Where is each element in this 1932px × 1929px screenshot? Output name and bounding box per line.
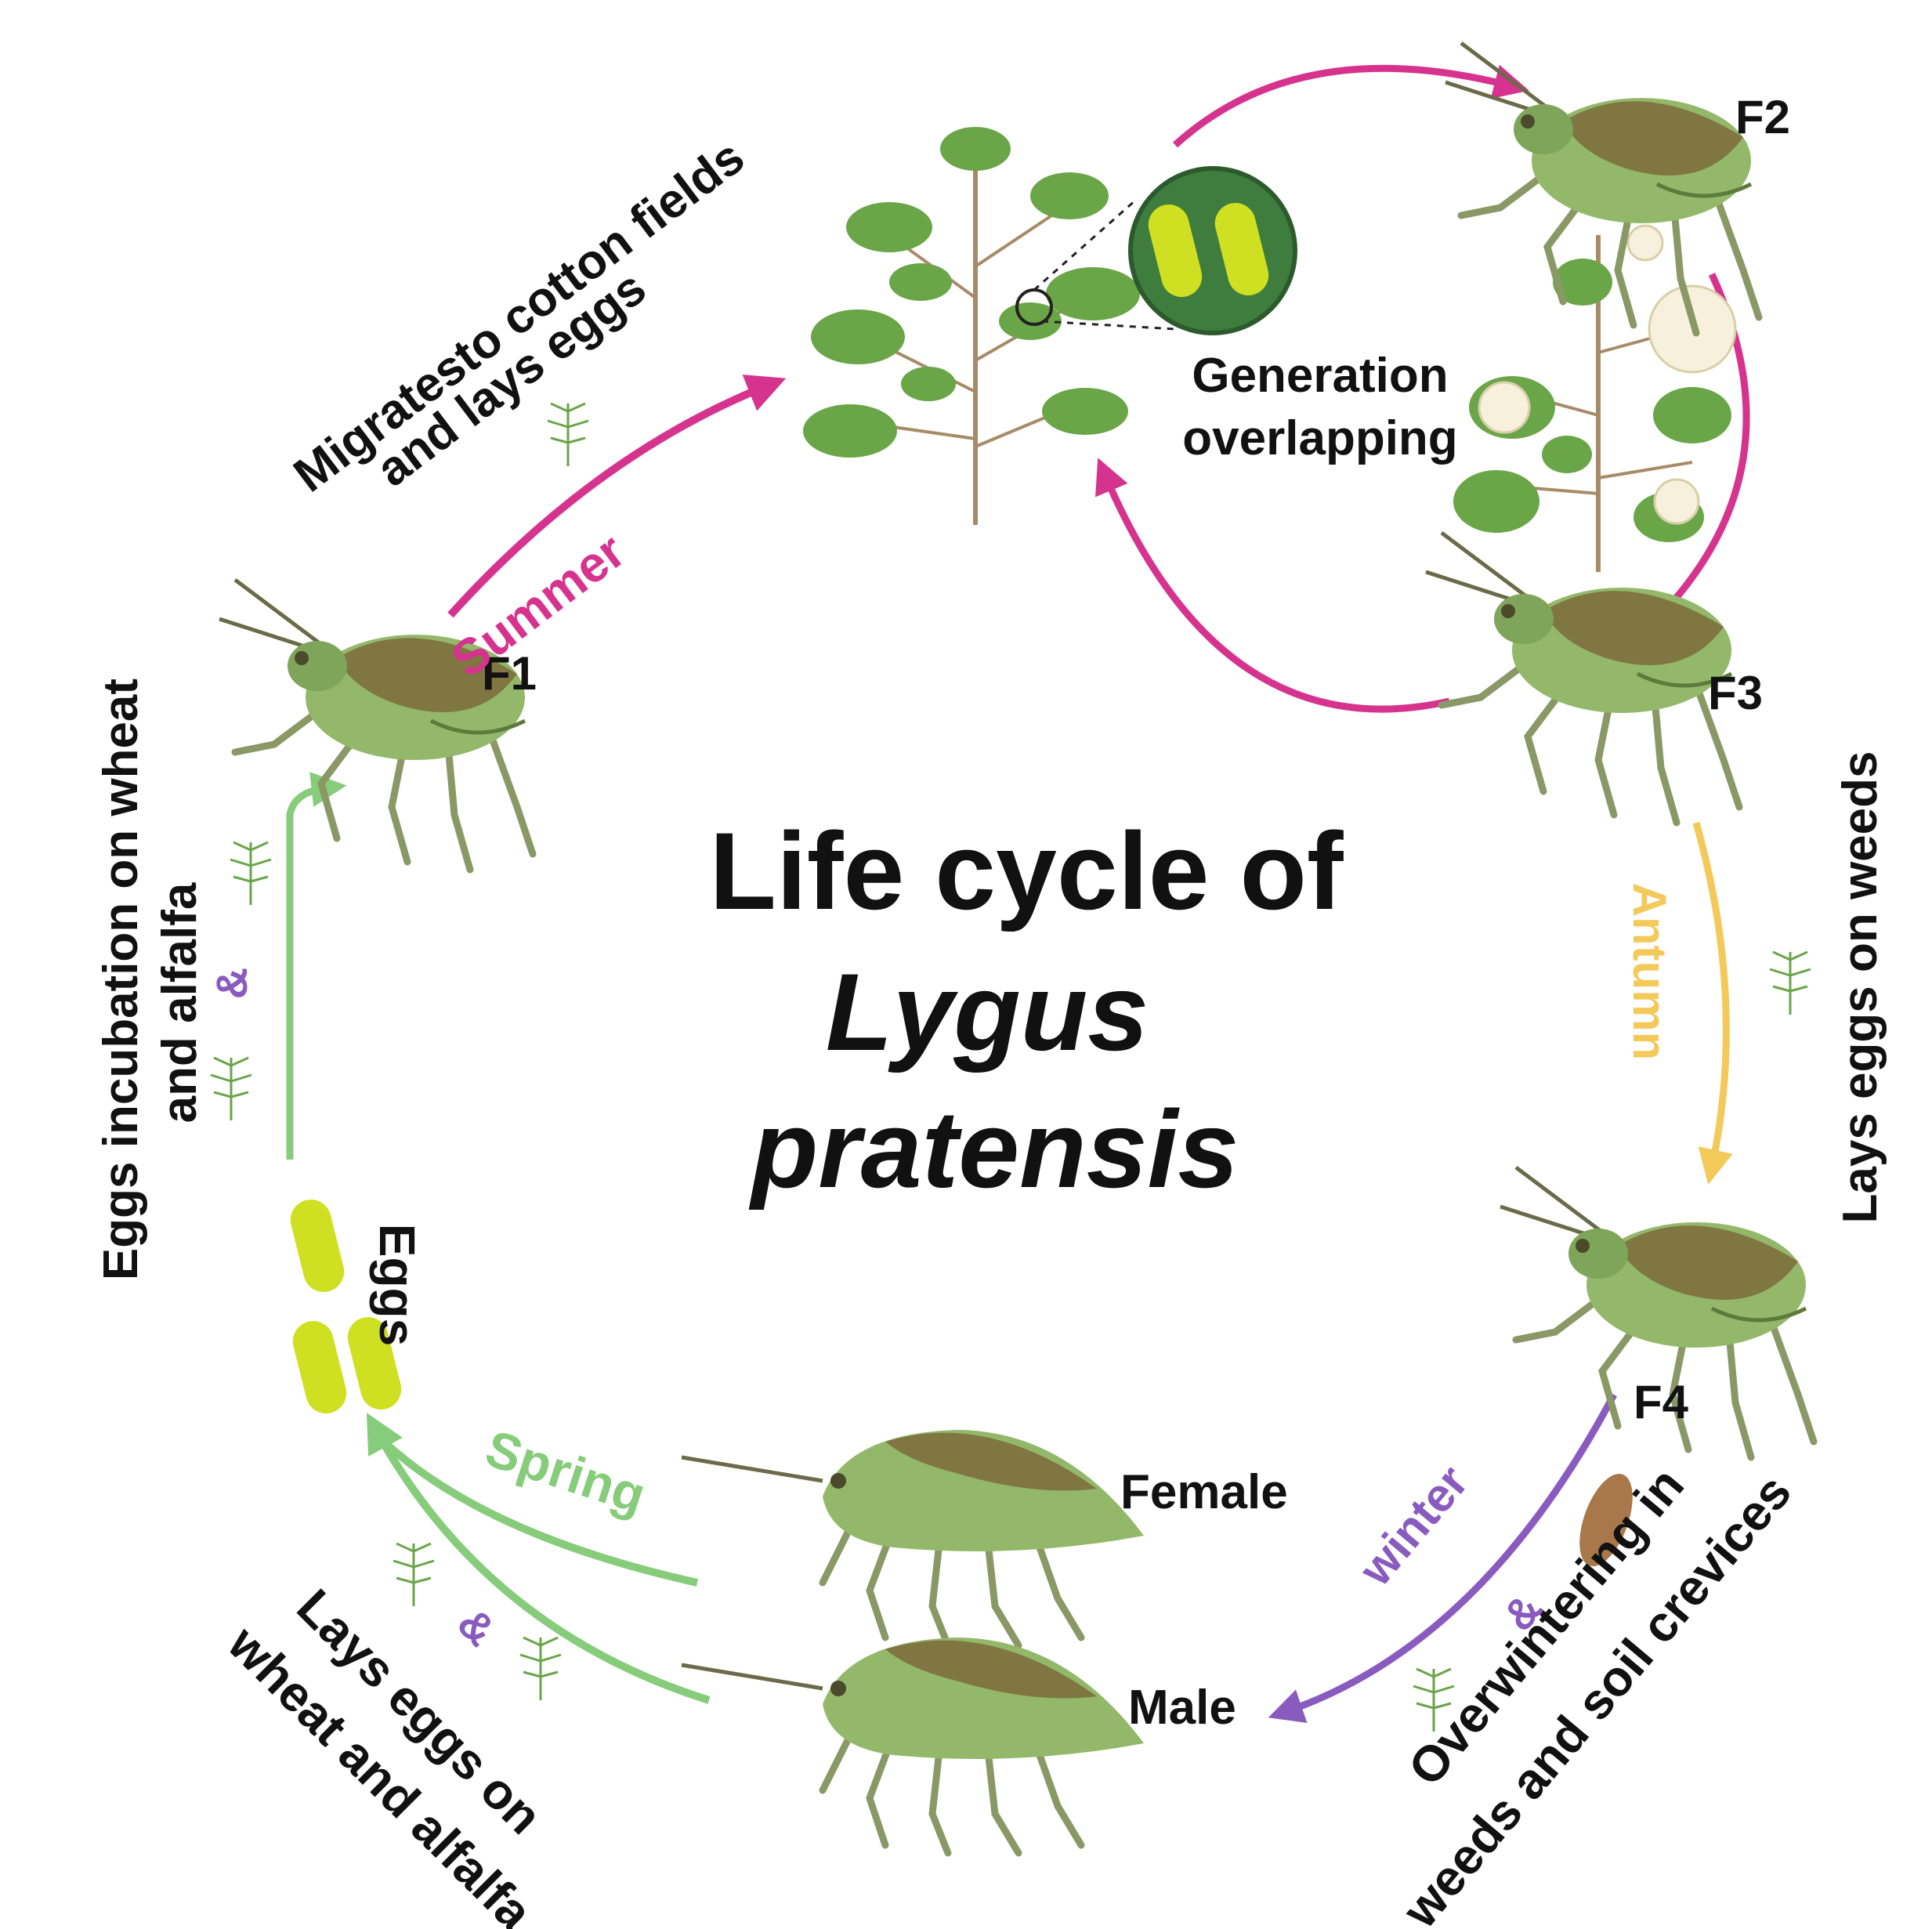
label-f1: F1 [482, 647, 537, 700]
summer-arrow [447, 375, 787, 618]
title-line1: Life cycle of [709, 809, 1344, 932]
bug-male [682, 1638, 1144, 1853]
flowering-cotton-plant [1453, 224, 1737, 572]
spring-arrow-lower [366, 1413, 711, 1704]
label-male: Male [1128, 1681, 1236, 1735]
overlap-label-line1: Generation [1192, 349, 1448, 403]
spring-arrow-upper [381, 1439, 699, 1587]
bug-female [682, 1430, 1144, 1645]
overlap-arrow-top [1172, 64, 1529, 148]
title-line2: Lygus [826, 950, 1149, 1073]
incubation-label-line1: Eggs incubation on wheat [94, 679, 148, 1280]
cotton-plant [803, 127, 1140, 525]
label-f2: F2 [1735, 91, 1790, 143]
overlap-label-line2: overlapping [1182, 411, 1457, 465]
title-line3: pratensis [748, 1088, 1239, 1211]
season-summer: Summer [441, 523, 635, 689]
egg-to-f1-arrow [286, 772, 347, 1160]
season-winter: winter [1348, 1456, 1478, 1596]
label-f3: F3 [1708, 667, 1763, 719]
incubation-label-line2: and alfalfa [153, 882, 207, 1123]
egg-zoom-circle [1128, 166, 1297, 335]
label-female: Female [1120, 1465, 1288, 1519]
season-autumn: Antumn [1623, 883, 1676, 1061]
amp-incubation: & [207, 968, 256, 999]
soil-icon [1579, 1473, 1633, 1567]
label-f4: F4 [1634, 1376, 1689, 1428]
weeds-eggs-label: Lays eggs on weeds [1833, 751, 1887, 1224]
migrate-label-line1: Migratesto cotton fields [284, 130, 754, 503]
overlap-arrow-bottom [1095, 458, 1450, 713]
autumn-arrow [1692, 821, 1733, 1185]
winter-arrow [1268, 1392, 1617, 1724]
eggs-label: Eggs [369, 1224, 425, 1346]
amp-spring: & [448, 1598, 505, 1656]
season-spring: Spring [479, 1419, 653, 1525]
